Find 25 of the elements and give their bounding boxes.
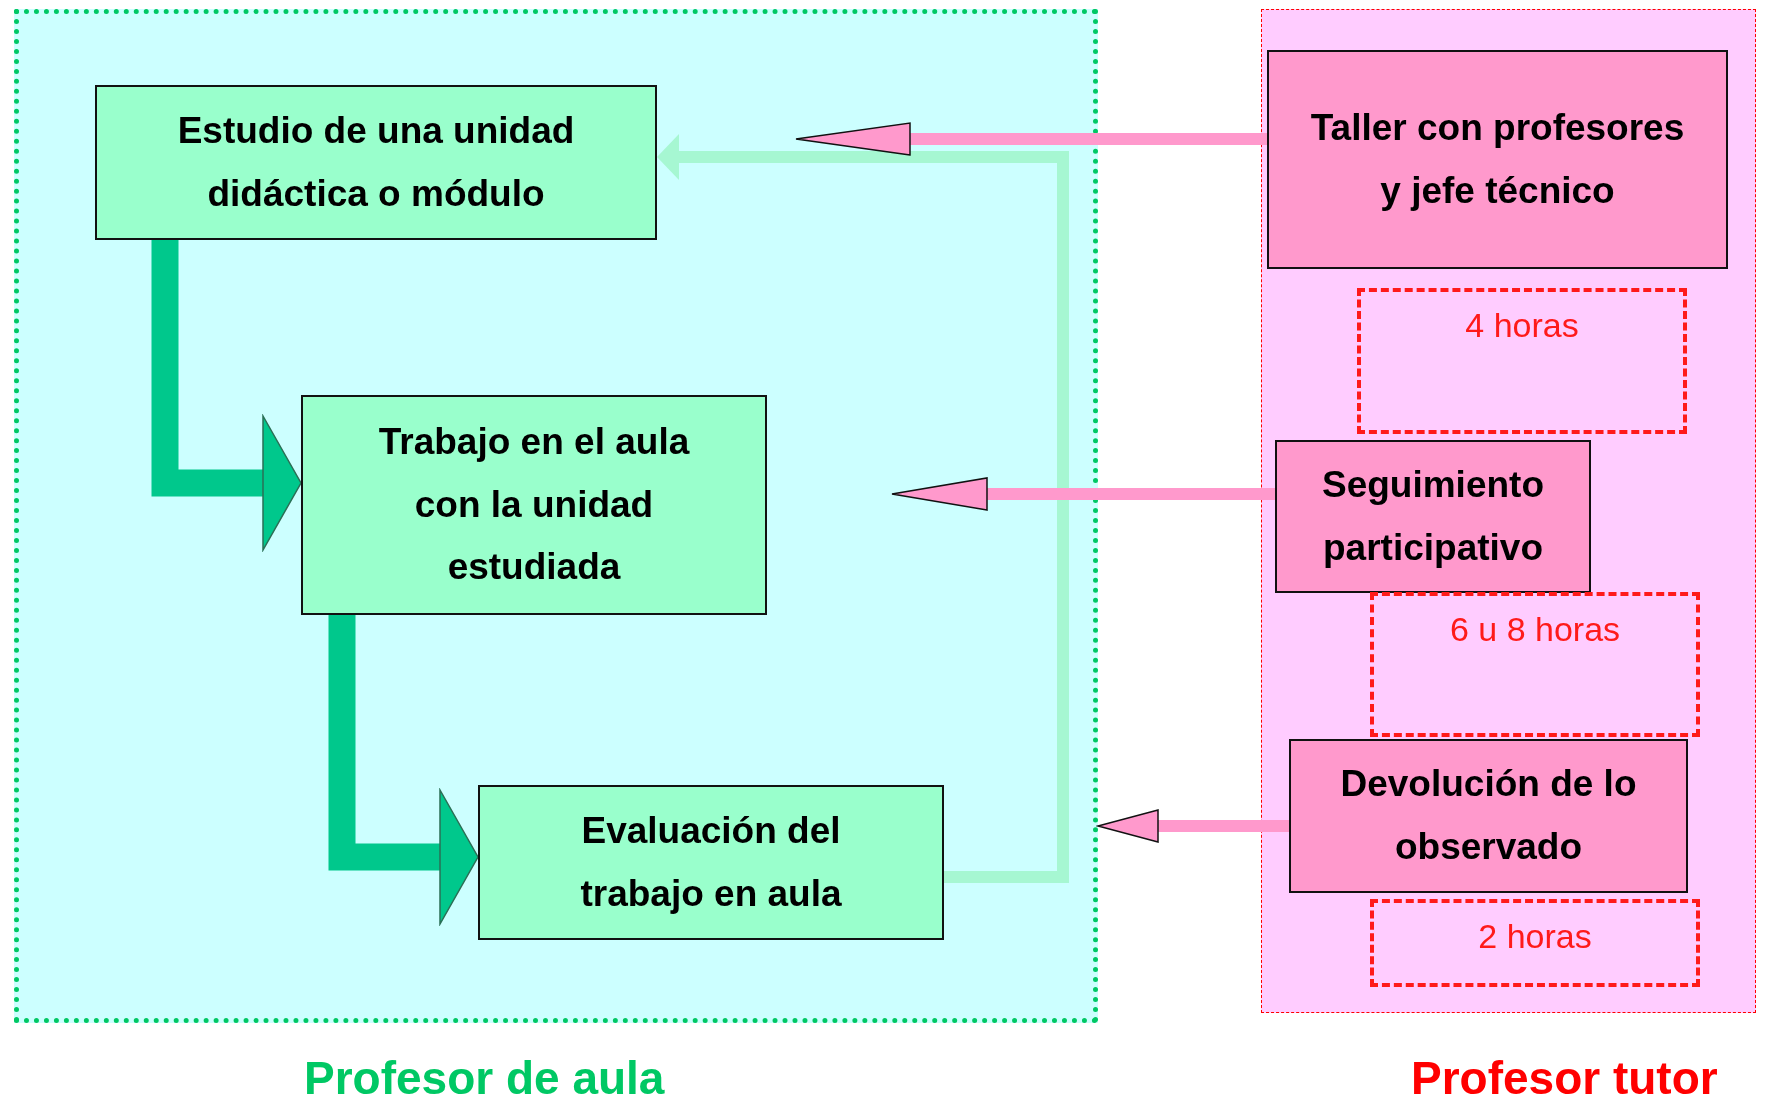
duration-text: 4 horas	[1465, 306, 1579, 345]
process-box	[95, 85, 657, 240]
box-text: Estudio de una unidad didáctica o módulo	[176, 108, 576, 216]
group-heading: Profesor de aula	[304, 1051, 665, 1102]
box-text: Seguimiento participativo	[1321, 462, 1545, 570]
block-arrow	[328, 615, 479, 925]
process-box	[1267, 50, 1728, 269]
box-text: Devolución de lo observado	[1339, 762, 1638, 869]
duration-text: 6 u 8 horas	[1449, 610, 1621, 649]
arrow	[891, 477, 1275, 511]
duration-box	[1357, 288, 1687, 434]
box-text: Trabajo en el aula con la unidad estudiada	[377, 419, 691, 590]
duration-box	[1370, 899, 1700, 987]
block-arrow	[151, 240, 302, 551]
process-box	[301, 395, 767, 615]
box-text: Taller con profesores y jefe técnico	[1309, 105, 1686, 213]
process-box	[478, 785, 944, 940]
feedback-arrow	[657, 134, 1069, 883]
arrow	[795, 122, 1267, 156]
box-text: Evaluación del trabajo en aula	[579, 808, 843, 916]
group-heading: Profesor tutor	[1411, 1051, 1718, 1102]
process-box	[1275, 440, 1591, 593]
duration-text: 2 horas	[1478, 917, 1592, 956]
arrow	[1097, 809, 1289, 843]
process-box	[1289, 739, 1688, 893]
